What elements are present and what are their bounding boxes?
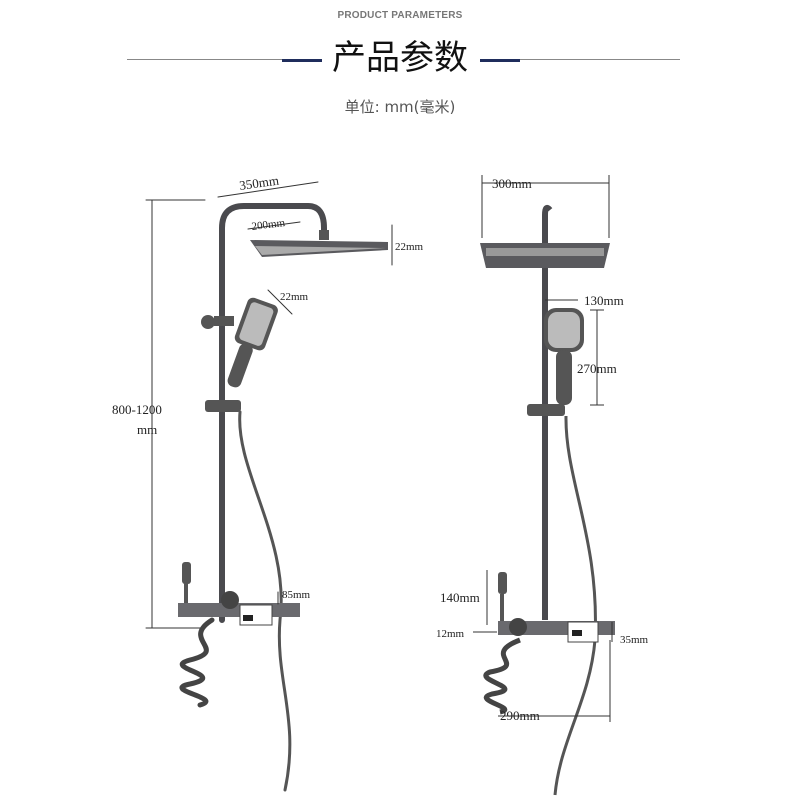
shelf-width-label: 290mm (500, 708, 540, 723)
height-label: 800-1200 (112, 402, 162, 417)
arm-length-label: 350mm (238, 173, 279, 193)
head-width-label: 200mm (251, 217, 286, 233)
side-view: 300mm 130mm 270mm 140mm 12mm 35mm 290 (436, 175, 649, 796)
riser-pipe (219, 203, 327, 623)
unit-note: 单位: mm(毫米) (344, 98, 456, 116)
side-coil-hose (483, 637, 521, 715)
side-head-width-label: 300mm (492, 176, 532, 191)
hand-shower (227, 297, 278, 388)
gooseneck (542, 204, 553, 620)
bidet-sprayer (182, 562, 191, 584)
hand-shower-thickness-label: 22mm (280, 291, 309, 303)
header-accent-right (480, 59, 520, 62)
head-thickness-label: 22mm (395, 241, 424, 253)
side-slider (527, 404, 565, 416)
head-connector (319, 230, 329, 240)
sprayer-height-label: 140mm (440, 590, 480, 605)
page-title: 产品参数 (332, 38, 468, 78)
side-valve-handle (509, 618, 527, 636)
side-display-box (567, 621, 599, 643)
shelf-thickness-label: 12mm (436, 628, 465, 640)
hose (238, 410, 292, 792)
height-unit-label: mm (137, 422, 157, 437)
side-bidet-sprayer (498, 572, 507, 594)
front-view: 800-1200 mm 350mm 200mm 22mm 22mm 85mm (112, 173, 424, 792)
valve-depth-label: 85mm (282, 589, 311, 601)
display-height-label: 35mm (620, 634, 649, 646)
hand-shower-length-label: 270mm (577, 361, 617, 376)
valve-handle (221, 591, 239, 609)
thermostat-shelf (178, 603, 300, 617)
header-divider-left (127, 59, 282, 60)
height-dimension (145, 199, 206, 629)
hand-shower-width-label: 130mm (584, 293, 624, 308)
header-divider-right (520, 59, 680, 60)
side-hand-shower (544, 308, 584, 405)
side-hose (553, 415, 597, 796)
slider (205, 400, 241, 412)
page-subtitle: PRODUCT PARAMETERS (337, 10, 463, 21)
header-accent-left (282, 59, 322, 62)
coil-hose (179, 617, 215, 708)
wall-mount (201, 315, 215, 329)
